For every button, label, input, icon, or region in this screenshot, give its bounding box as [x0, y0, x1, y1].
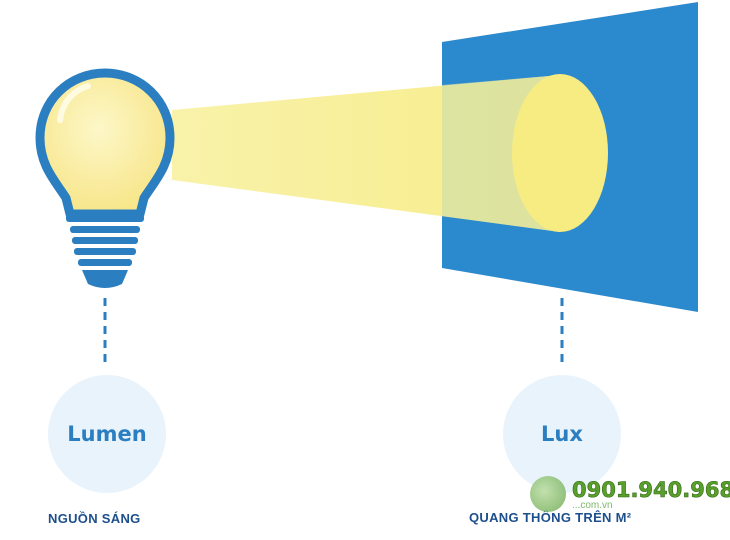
- lumen-label: Lumen: [67, 422, 147, 446]
- light-bulb-icon: [35, 68, 175, 288]
- watermark-phone: 0901.940.968: [572, 478, 730, 503]
- watermark: 0901.940.968 ...com.vn: [530, 476, 730, 516]
- light-spot: [512, 74, 608, 232]
- lumen-circle: Lumen: [48, 375, 166, 493]
- surface-caption: QUANG THÔNG TRÊN M²: [469, 510, 632, 525]
- watermark-site: ...com.vn: [572, 500, 613, 511]
- lux-circle: Lux: [503, 375, 621, 493]
- lux-label: Lux: [541, 422, 583, 446]
- source-caption: NGUỒN SÁNG: [48, 511, 141, 526]
- watermark-logo-icon: [530, 476, 566, 512]
